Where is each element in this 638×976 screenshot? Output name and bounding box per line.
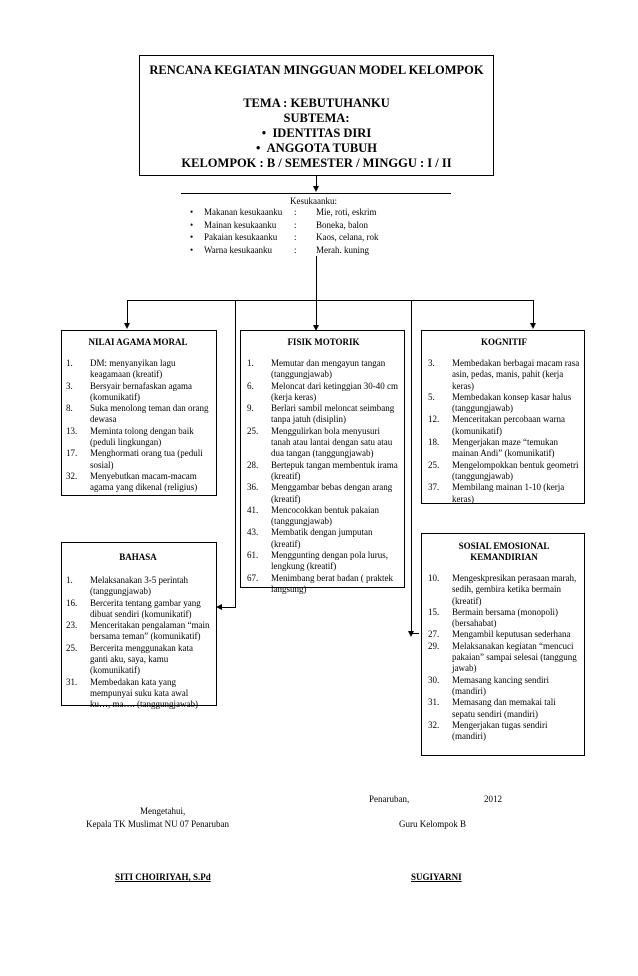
list-item: 3.Membedakan berbagai macam rasa asin, p… bbox=[428, 358, 580, 391]
list-item: 1.Memutar dan mengayun tangan (tanggungj… bbox=[247, 358, 386, 380]
connector-line bbox=[221, 607, 235, 608]
list-item: 32.Mengerjakan tugas sendiri (mandiri) bbox=[428, 719, 548, 742]
sosial-list: 10.Mengeskpresikan perasaan marah, sedih… bbox=[428, 573, 580, 742]
header-box: RENCANA KEGIATAN MINGGUAN MODEL KELOMPOK… bbox=[139, 55, 494, 176]
list-item: 27.Mengambil keputusan sederhana bbox=[428, 629, 571, 640]
list-item: 25.Bercerita menggunakan kata ganti aku,… bbox=[66, 642, 193, 676]
page-title: RENCANA KEGIATAN MINGGUAN MODEL KELOMPOK bbox=[149, 63, 484, 77]
fisik-list: 1.Memutar dan mengayun tangan (tanggungj… bbox=[247, 358, 400, 595]
guru-title: Guru Kelompok B bbox=[399, 819, 466, 829]
bullet-icon: • bbox=[190, 232, 194, 242]
kesukaan-row: •Pakaian kesukaanku:Kaos, celana, rok bbox=[190, 232, 379, 242]
year: 2012 bbox=[484, 794, 502, 804]
kognitif-list: 3.Membedakan berbagai macam rasa asin, p… bbox=[428, 358, 580, 505]
list-item: 5.Membedakan konsep kasar halus (tanggun… bbox=[428, 391, 572, 414]
list-item: 25.Menggulirkan bola menyusuri tanah ata… bbox=[247, 425, 393, 459]
list-item: 18.Mengerjakan maze “temukan mainan Andi… bbox=[428, 437, 558, 459]
list-item: 67.Menimbang berat badan ( praktek langs… bbox=[247, 572, 393, 594]
list-item: 10.Mengeskpresikan perasaan marah, sedih… bbox=[428, 573, 577, 606]
arrow-down-icon bbox=[124, 323, 130, 329]
agama-box: NILAI AGAMA MORAL 1.DM: menyanyikan lagu… bbox=[61, 330, 217, 496]
subtema-item-2: • ANGGOTA TUBUH bbox=[256, 141, 377, 155]
kognitif-box: KOGNITIF 3.Membedakan berbagai macam ras… bbox=[421, 330, 585, 504]
list-item: 31.Memasang dan memakai tali sepatu send… bbox=[428, 697, 556, 719]
bahasa-list: 1.Melaksanakan 3-5 perintah (tanggungjaw… bbox=[66, 575, 210, 711]
subtema-line: SUBTEMA: bbox=[283, 111, 350, 125]
bullet-icon: • bbox=[256, 141, 267, 155]
kesukaan-box bbox=[181, 193, 451, 256]
kesukaan-list: •Makanan kesukaanku:Mie, roti, eskrim •M… bbox=[190, 206, 378, 256]
list-item: 31.Membedakan kata yang mempunyai suku k… bbox=[66, 676, 198, 710]
agama-title: NILAI AGAMA MORAL bbox=[88, 337, 188, 347]
list-item: 28.Bertepuk tangan membentuk irama (krea… bbox=[247, 459, 398, 481]
kesukaan-row: •Makanan kesukaanku:Mie, roti, eskrim bbox=[190, 207, 377, 217]
list-item: 16.Bercerita tentang gambar yang dibuat … bbox=[66, 597, 201, 619]
guru-name: SUGIYARNI bbox=[411, 872, 462, 882]
arrow-down-icon bbox=[530, 323, 536, 329]
list-item: 41.Mencocokkan bentuk pakaian (tanggungj… bbox=[247, 504, 379, 527]
list-item: 15.Bermain bersama (monopoli) (bersahaba… bbox=[428, 606, 558, 629]
place-date: Penaruban, bbox=[369, 794, 410, 804]
list-item: 17.Menghormati orang tua (peduli sosial) bbox=[66, 448, 203, 470]
list-item: 3.Bersyair bernafaskan agama (komunikati… bbox=[66, 380, 192, 402]
kelompok-line: KELOMPOK : B / SEMESTER / MINGGU : I / I… bbox=[181, 156, 452, 170]
connector-line bbox=[316, 300, 317, 326]
connector-line bbox=[235, 300, 236, 608]
list-item: 6.Meloncat dari ketinggian 30-40 cm (ker… bbox=[247, 380, 398, 402]
connector-line bbox=[533, 300, 534, 324]
list-item: 1.DM: menyanyikan lagu keagamaan (kreati… bbox=[66, 358, 176, 380]
kepala-name: SITI CHOIRIYAH, S.Pd bbox=[115, 872, 211, 882]
tema-line: TEMA : KEBUTUHANKU bbox=[243, 96, 390, 110]
list-item: 36.Menggambar bebas dengan arang (kreati… bbox=[247, 482, 393, 504]
list-item: 1.Melaksanakan 3-5 perintah (tanggungjaw… bbox=[66, 575, 188, 597]
kesukaan-title: Kesukaanku: bbox=[290, 196, 337, 206]
arrow-down-icon bbox=[408, 631, 414, 637]
bullet-icon: • bbox=[190, 207, 194, 217]
bahasa-box: BAHASA 1.Melaksanakan 3-5 perintah (tang… bbox=[61, 542, 217, 709]
list-item: 29.Melaksanakan kegiatan “mencuci pakaia… bbox=[428, 640, 577, 674]
arrow-down-icon bbox=[313, 325, 319, 331]
fisik-title: FISIK MOTORIK bbox=[287, 337, 360, 347]
bullet-icon: • bbox=[190, 219, 194, 230]
list-item: 9.Berlari sambil meloncat seimbang tanpa… bbox=[247, 403, 395, 425]
list-item: 43.Membatik dengan jumputan (kreatif) bbox=[247, 527, 373, 549]
connector-line bbox=[127, 300, 534, 301]
fisik-box: FISIK MOTORIK 1.Memutar dan mengayun tan… bbox=[240, 330, 405, 594]
connector-line bbox=[127, 300, 128, 324]
list-item: 23.Menceritakan pengalaman “main bersama… bbox=[66, 620, 210, 642]
sosial-title: SOSIAL EMOSIONAL KEMANDIRIAN bbox=[458, 541, 550, 562]
connector-line bbox=[316, 256, 317, 300]
arrow-down-icon bbox=[313, 186, 319, 192]
list-item: 32.Menyebutkan macam-macam agama yang di… bbox=[66, 470, 198, 493]
list-item: 25.Mengelompokkan bentuk geometri (tangg… bbox=[428, 459, 579, 481]
subtema-item-1: • IDENTITAS DIRI bbox=[261, 126, 372, 140]
bullet-icon: • bbox=[261, 126, 273, 140]
arrow-left-icon bbox=[216, 604, 222, 610]
kepala-title: Kepala TK Muslimat NU 07 Penaruban bbox=[86, 819, 230, 829]
kesukaan-row: •Warna kesukaanku:Merah. kuning bbox=[190, 244, 369, 255]
list-item: 30.Memasang kancing sendiri (mandiri) bbox=[428, 674, 549, 696]
list-item: 37.Membilang mainan 1-10 (kerja keras) bbox=[428, 482, 565, 504]
kognitif-title: KOGNITIF bbox=[480, 337, 527, 347]
bullet-icon: • bbox=[190, 244, 194, 255]
connector-line bbox=[411, 633, 419, 634]
list-item: 12.Menceritakan percobaan warna (komunik… bbox=[428, 414, 565, 436]
bahasa-title: BAHASA bbox=[119, 552, 157, 562]
list-item: 8.Suka menolong teman dan orang dewasa bbox=[66, 403, 209, 425]
connector-line bbox=[411, 300, 412, 633]
mengetahui-label: Mengetahui, bbox=[140, 806, 186, 816]
list-item: 61.Menggunting dengan pola lurus, lengku… bbox=[247, 550, 388, 572]
sosial-box: SOSIAL EMOSIONAL KEMANDIRIAN 10.Mengeskp… bbox=[421, 533, 585, 756]
kesukaan-row: •Mainan kesukaanku:Boneka, balon bbox=[190, 219, 368, 230]
list-item: 13.Meminta tolong dengan baik (peduli li… bbox=[66, 425, 194, 448]
connector-line bbox=[316, 176, 317, 187]
agama-list: 1.DM: menyanyikan lagu keagamaan (kreati… bbox=[66, 358, 210, 494]
